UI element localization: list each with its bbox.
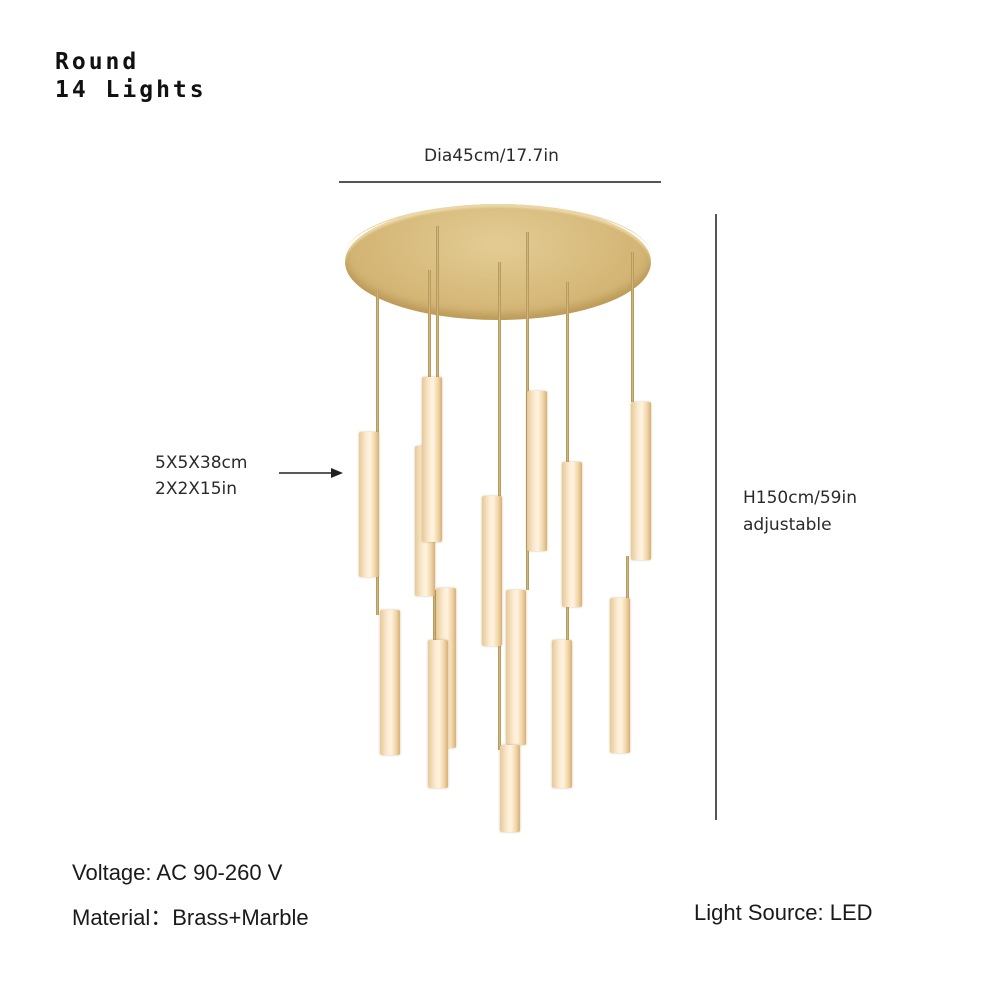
marble-pendant xyxy=(610,598,630,753)
height-line xyxy=(715,214,717,820)
heading-light-count: 14 Lights xyxy=(55,77,207,103)
marble-pendant xyxy=(482,496,502,646)
rod xyxy=(626,556,629,600)
rod xyxy=(428,270,431,380)
pendant-size-group: 5X5X38cm 2X2X15in xyxy=(155,450,247,502)
marble-pendant xyxy=(359,432,379,577)
pendant-size-in: 2X2X15in xyxy=(155,479,238,499)
marble-pendant xyxy=(422,377,442,542)
marble-pendant xyxy=(506,590,526,745)
diameter-line xyxy=(339,181,661,183)
material-spec: Material：Brass+Marble xyxy=(72,905,309,930)
height-note: adjustable xyxy=(743,515,832,535)
canopy-rim xyxy=(345,204,651,308)
rod xyxy=(526,232,529,392)
rod xyxy=(376,290,379,440)
rod xyxy=(566,600,569,640)
rod xyxy=(631,252,634,402)
rod xyxy=(376,575,379,615)
diameter-label: Dia45cm/17.7in xyxy=(424,146,559,166)
product-heading: Round 14 Lights xyxy=(55,48,207,104)
marble-pendant xyxy=(527,391,547,551)
marble-pendant xyxy=(500,745,520,832)
rod xyxy=(566,282,569,462)
arrow-right-icon xyxy=(279,468,343,478)
voltage-spec: Voltage: AC 90-260 V xyxy=(72,860,283,885)
height-label-group: H150cm/59in adjustable xyxy=(743,485,857,539)
pendant-size-cm: 5X5X38cm xyxy=(155,453,248,473)
marble-pendant xyxy=(631,402,651,560)
marble-pendant xyxy=(428,640,448,788)
rod xyxy=(498,262,501,498)
marble-pendant xyxy=(562,462,582,607)
marble-pendant xyxy=(552,640,572,788)
height-label: H150cm/59in xyxy=(743,488,857,508)
light-source-spec: Light Source: LED xyxy=(694,900,873,925)
rod xyxy=(433,590,436,640)
rod xyxy=(436,226,439,380)
rod xyxy=(498,640,501,750)
marble-pendant xyxy=(380,610,400,755)
heading-shape: Round xyxy=(55,49,140,75)
